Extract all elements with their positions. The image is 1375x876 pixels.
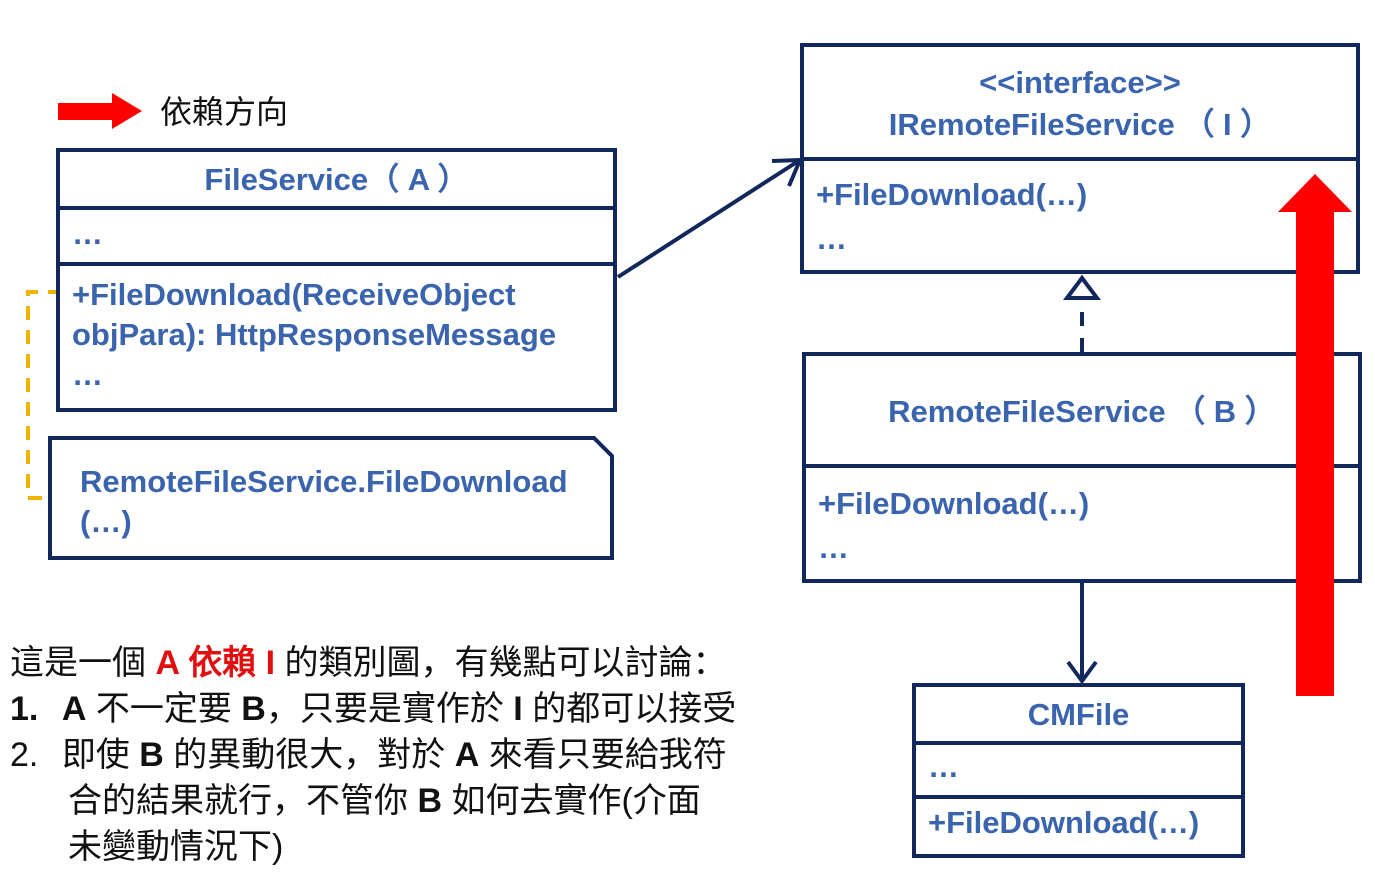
class-title: CMFile <box>1027 697 1130 732</box>
item-text: 的異動很大，對於 <box>163 736 455 774</box>
item-text: B <box>241 690 266 728</box>
item-text: ，只要是實作於 <box>265 690 514 728</box>
class-method-line1: +FileDownload(ReceiveObject <box>72 277 516 312</box>
interface-method: +FileDownload(…) <box>816 177 1088 212</box>
class-method: +FileDownload(…) <box>928 805 1200 840</box>
item-text: 來看只要給我符 <box>479 736 727 774</box>
item-text: I <box>513 690 523 728</box>
item-text: 未變動情況下) <box>68 828 284 866</box>
class-method-line2: objPara): HttpResponseMessage <box>72 317 557 352</box>
item-text: 的都可以接受 <box>522 690 737 728</box>
description-intro: 這是一個 A 依賴 I 的類別圖，有幾點可以討論： <box>10 640 850 686</box>
divider <box>916 795 1241 799</box>
item-number: 2. <box>10 736 39 774</box>
description-item-1: 1. A 不一定要 B，只要是實作於 I 的都可以接受 <box>10 686 850 732</box>
realization-arrow <box>1063 274 1101 352</box>
divider <box>60 206 613 210</box>
interface-name: IRemoteFileService （ I ） <box>888 107 1272 142</box>
description: 這是一個 A 依賴 I 的類別圖，有幾點可以討論： 1. A 不一定要 B，只要… <box>10 640 850 870</box>
item-text: 如何去實作(介面 <box>442 782 701 820</box>
class-file-service[interactable]: FileService（ A ） … +FileDownload(Receive… <box>56 148 617 412</box>
class-method-more: … <box>818 530 849 565</box>
divider <box>806 464 1358 468</box>
item-text: B <box>417 782 443 820</box>
description-item-2-cont: 合的結果就行，不管你 B 如何去實作(介面 <box>10 778 850 824</box>
class-attributes: … <box>928 749 959 784</box>
divider <box>804 157 1356 161</box>
item-text: A <box>454 736 480 774</box>
description-item-2-cont: 未變動情況下) <box>10 824 850 870</box>
description-item-2: 2. 即使 B 的異動很大，對於 A 來看只要給我符 <box>10 732 850 778</box>
class-attributes: … <box>72 216 103 251</box>
divider <box>60 262 613 266</box>
dependency-arrow <box>616 157 804 279</box>
item-text: 即使 <box>61 736 140 774</box>
class-title: RemoteFileService （ B ） <box>888 394 1276 429</box>
legend-label: 依賴方向 <box>160 94 289 130</box>
intro-highlight: A 依賴 I <box>155 644 276 682</box>
divider <box>916 741 1241 745</box>
note-text: RemoteFileService.FileDownload(…) <box>80 464 568 539</box>
item-number: 1. <box>10 690 39 728</box>
interface-method-more: … <box>816 221 847 256</box>
class-method-more: … <box>72 357 103 392</box>
class-title: FileService（ A ） <box>204 162 469 197</box>
intro-text: 這是一個 <box>10 644 156 682</box>
intro-text: 的類別圖，有幾點可以討論： <box>275 644 727 682</box>
item-text: A <box>61 690 87 728</box>
item-text: B <box>139 736 164 774</box>
association-arrow <box>1066 582 1098 685</box>
legend-arrow-icon <box>58 93 142 129</box>
interface-iremote-file-service[interactable]: <<interface>> IRemoteFileService （ I ） +… <box>800 43 1360 274</box>
interface-stereotype: <<interface>> <box>979 65 1181 100</box>
class-remote-file-service[interactable]: RemoteFileService （ B ） +FileDownload(…)… <box>802 352 1362 583</box>
class-method: +FileDownload(…) <box>818 486 1090 521</box>
item-text: 合的結果就行，不管你 <box>68 782 418 820</box>
item-text: 不一定要 <box>86 690 242 728</box>
class-cmfile[interactable]: CMFile … +FileDownload(…) <box>912 683 1245 858</box>
